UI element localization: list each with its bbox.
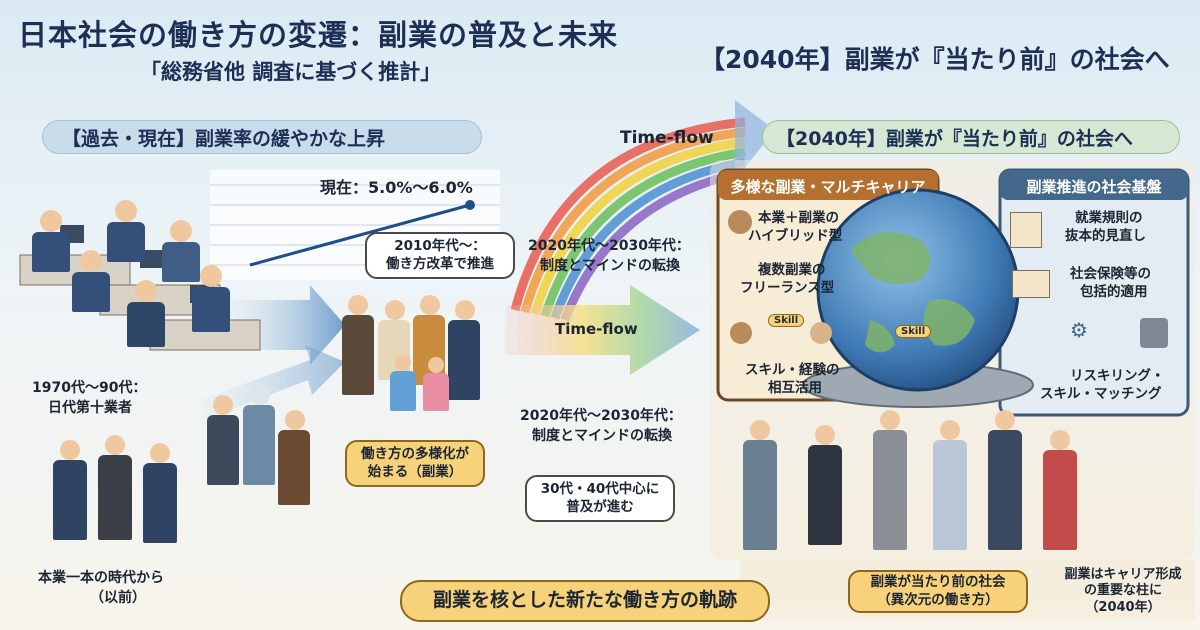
era-bottom-1: 本業一本の時代から — [38, 570, 164, 586]
diverse-family-group — [340, 295, 500, 425]
infra-panel-header — [1000, 170, 1188, 200]
future-section-banner: 【2040年】副業が『当たり前』の社会へ — [762, 120, 1180, 154]
infra-item3-line2: スキル・マッチング — [1040, 386, 1162, 402]
flow-arrow-2 — [200, 345, 345, 420]
callout-2010s-line2: 働き方改革で推進 — [386, 255, 494, 272]
diverse-item2-line2: フリーランス型 — [740, 280, 835, 296]
callout-2010s-line1: 2010年代～： — [394, 238, 486, 254]
diversify-line1: 働き方の多様化が — [361, 446, 469, 462]
diverse-panel-header — [718, 170, 938, 200]
rate-current-dot — [465, 200, 475, 210]
skill-share-icon-left — [730, 322, 752, 344]
callout-2010s: 2010年代～： 働き方改革で推進 — [365, 232, 515, 280]
pillar-line1: 副業はキャリア形成 — [1064, 567, 1182, 582]
era-label-1: 1970代～90代： — [32, 380, 147, 396]
infra-item2-line1: 社会保険等の — [1070, 266, 1151, 282]
pillar-line3: （2040年） — [1085, 599, 1161, 615]
shift-bottom-line1: 2020年代～2030年代： — [520, 408, 682, 424]
office-workers-group — [20, 190, 250, 360]
diverse-item3-line1: スキル・経験の — [745, 362, 840, 378]
transition-workers-group — [205, 385, 340, 515]
infra-item1-line2: 抜本的見直し — [1065, 228, 1146, 244]
page-title: 日本社会の働き方の変遷：副業の普及と未来 — [18, 18, 619, 52]
callout-30s-line1: 30代・40代中心に — [540, 481, 660, 497]
current-rate-label: 現在：5.0%～6.0% — [320, 178, 473, 197]
callout-30s40s: 30代・40代中心に 普及が進む — [525, 475, 675, 523]
past-workers-group — [50, 435, 200, 550]
diverse-item1-line1: 本業＋副業の — [758, 210, 839, 226]
page-subtitle: 「総務省他 調査に基づく推計」 — [140, 60, 442, 84]
infra-item2-line2: 包括的適用 — [1080, 284, 1148, 300]
society-line1: 副業が当たり前の社会 — [870, 574, 1006, 590]
shift-top-line1: 2020年代～2030年代： — [528, 238, 690, 254]
society-callout: 副業が当たり前の社会 （異次元の働き方） — [848, 570, 1028, 614]
pillar-line2: の重要な柱に — [1083, 583, 1162, 599]
timeflow-mid-label: Time-flow — [555, 320, 638, 338]
diverse-item3-line2: 相互活用 — [768, 380, 822, 396]
gear-icon: ⚙ — [1070, 318, 1088, 342]
rainbow-arc — [510, 117, 746, 322]
database-icon — [1140, 318, 1168, 348]
skill-tag-panel: Skill — [768, 314, 805, 327]
diversify-callout: 働き方の多様化が 始まる（副業） — [345, 440, 485, 488]
shift-top-line2: 制度とマインドの転換 — [540, 258, 680, 274]
era-bottom-2: （以前） — [90, 590, 146, 606]
hybrid-worker-icon — [728, 210, 752, 234]
era-label-2: 日代第十業者 — [48, 400, 132, 416]
timeflow-top-label: Time-flow — [620, 128, 714, 148]
pillar-note: 副業はキャリア形成 の重要な柱に （2040年） — [1058, 567, 1188, 616]
infra-panel-title: 副業推進の社会基盤 — [1026, 178, 1162, 196]
future-headline: 【2040年】副業が『当たり前』の社会へ — [700, 45, 1170, 74]
insurance-certificate-icon — [1012, 270, 1050, 298]
rules-document-icon — [1010, 212, 1042, 248]
flow-arrow-mid — [505, 285, 700, 375]
skill-tag-globe: Skill — [895, 325, 932, 338]
past-section-banner: 【過去・現在】副業率の緩やかな上昇 — [42, 120, 482, 154]
shift-bottom-line2: 制度とマインドの転換 — [532, 428, 672, 444]
trajectory-banner: 副業を核とした新たな働き方の軌跡 — [400, 580, 770, 622]
diversify-line2: 始まる（副業） — [367, 463, 463, 480]
callout-30s-line2: 普及が進む — [566, 498, 634, 515]
skill-share-icon-right — [810, 322, 832, 344]
globe-continents — [850, 232, 975, 353]
future-workers-group — [730, 410, 1110, 570]
diverse-item2-line1: 複数副業の — [758, 262, 826, 278]
rate-trend-line — [249, 203, 471, 267]
infra-item3-line1: リスキリング・ — [1070, 368, 1165, 384]
diverse-panel-title: 多様な副業・マルチキャリア — [730, 178, 926, 196]
society-line2: （異次元の働き方） — [877, 591, 999, 608]
globe — [816, 188, 1020, 392]
infra-item1-line1: 就業規則の — [1075, 210, 1143, 226]
diverse-item1-line2: ハイブリッド型 — [748, 228, 843, 244]
